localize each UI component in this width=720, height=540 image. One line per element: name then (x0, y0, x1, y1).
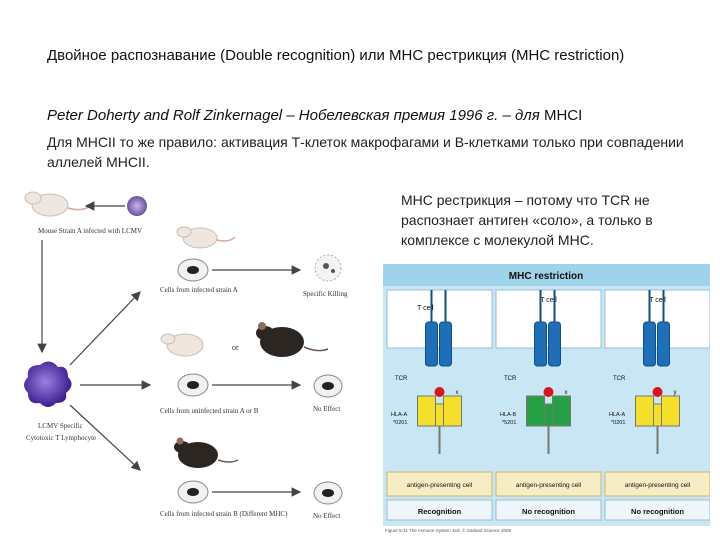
peptide-icon (434, 387, 445, 397)
target-cell-icon (177, 258, 209, 282)
target-cell-icon (177, 373, 209, 397)
target-cell-icon (313, 374, 343, 398)
virus-icon (127, 196, 147, 216)
mhc-alpha-domain (417, 395, 436, 427)
apc-label: antigen-presenting cell (516, 482, 582, 489)
lymphocyte-label-2: Cytotoxic T Lymphocyte (26, 434, 96, 442)
cells-b-label: Cells from infected strain B (Different … (160, 510, 288, 518)
mhc-alpha-domain (552, 395, 571, 427)
apc-label: antigen-presenting cell (625, 482, 691, 489)
mhc-alpha-domain (635, 395, 654, 427)
mhc-groove (435, 403, 444, 427)
hla-label: HLA-A (391, 412, 408, 418)
tcr-alpha-chain (643, 321, 656, 367)
hla-label: HLA-A (609, 412, 626, 418)
mouse-label: Mouse Strain A infected with LCMV (38, 227, 142, 235)
mhc-alpha-domain (443, 395, 462, 427)
result-box (386, 499, 493, 521)
or-label: or (232, 343, 239, 352)
apc-label: antigen-presenting cell (407, 482, 473, 489)
mhc-alpha-domain (661, 395, 680, 427)
cells-a-label: Cells from infected strain A (160, 286, 238, 294)
specific-killing-label: Specific Killing (303, 290, 348, 298)
figure-caption: Figure 5-31 The Immune System 3ed. © Gar… (385, 527, 512, 533)
t-cell-label: T cell (540, 297, 557, 304)
mhc-groove (653, 403, 662, 427)
page-title: Двойное распознавание (Double recognitio… (47, 47, 625, 64)
nobel-credit-text: Peter Doherty and Rolf Zinkernagel – Ноб… (47, 107, 540, 124)
target-cell-icon (177, 480, 209, 504)
tcr-beta-chain (657, 321, 670, 367)
result-box (495, 499, 602, 521)
hla-allele-label: *0201 (611, 420, 625, 426)
cells-uninfected-label: Cells from uninfected strain A or B (160, 407, 259, 415)
black-mouse-icon (256, 322, 329, 357)
no-effect-label-1: No Effect (313, 405, 340, 413)
apc-area (386, 471, 493, 497)
tcr-alpha-chain (425, 321, 438, 367)
nobel-credit: Peter Doherty and Rolf Zinkernagel – Ноб… (47, 107, 707, 124)
black-mouse-icon (174, 437, 239, 468)
mhc-alpha-domain (526, 395, 545, 427)
no-effect-label-2: No Effect (313, 512, 340, 520)
peptide-label: x (456, 390, 459, 396)
lymphocyte-label-1: LCMV Specific (38, 422, 83, 430)
t-cell-label: T cell (649, 297, 666, 304)
tcr-beta-chain (439, 321, 452, 367)
peptide-label: y (674, 390, 677, 396)
white-mouse-icon (160, 333, 204, 357)
peptide-label: x (565, 390, 568, 396)
lymphocyte-icon (24, 361, 72, 407)
lysed-cell-icon (314, 254, 342, 282)
result-box (604, 499, 710, 521)
apc-area (495, 471, 602, 497)
peptide-icon (652, 387, 663, 397)
t-cell-label: T cell (417, 305, 434, 312)
target-cell-icon (313, 481, 343, 505)
hla-allele-label: *5201 (502, 420, 516, 426)
result-label: No recognition (631, 507, 684, 516)
peptide-icon (543, 387, 554, 397)
experiment-illustration: Mouse Strain A infected with LCMV Cells … (24, 191, 348, 520)
tcr-alpha-chain (534, 321, 547, 367)
white-mouse-icon (176, 226, 236, 249)
hla-allele-label: *0201 (393, 420, 407, 426)
mhcii-note: Для MHCII то же правило: активация Т-кле… (47, 134, 684, 170)
figure-title: MHC restriction (509, 271, 583, 282)
restriction-note: МНС рестрикция – потому что TCR не распо… (401, 192, 653, 248)
tcr-label: TCR (395, 376, 408, 382)
tcr-beta-chain (548, 321, 561, 367)
result-label: No recognition (522, 507, 575, 516)
white-mouse-icon (24, 191, 91, 217)
nobel-credit-mhci: MHCI (539, 107, 583, 124)
tcr-label: TCR (504, 376, 517, 382)
mhc-groove (544, 403, 553, 427)
result-label: Recognition (418, 507, 462, 516)
apc-area (604, 471, 710, 497)
hla-label: HLA-B (500, 412, 517, 418)
tcr-label: TCR (613, 376, 626, 382)
